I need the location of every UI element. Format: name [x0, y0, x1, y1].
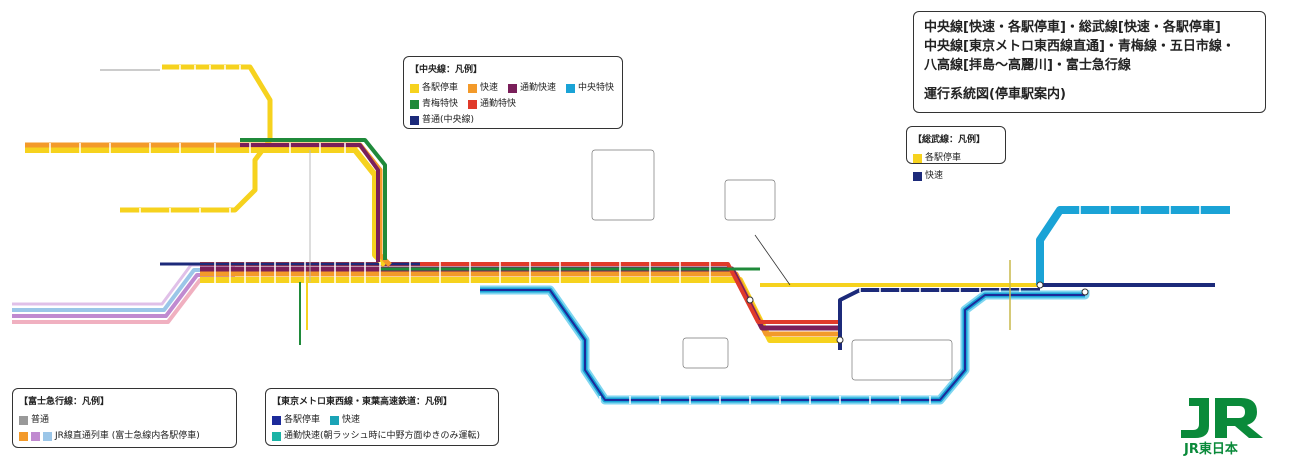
legend-label: 普通(中央線) — [422, 115, 475, 125]
jr-logo-icon — [1181, 398, 1263, 438]
legend-sobu: 【総武線：凡例】 各駅停車 快速 — [906, 126, 1006, 181]
title-line-2: 中央線[東京メトロ東西線直通]・青梅線・五日市線・ — [924, 39, 1235, 54]
legend-label: 快速 — [342, 415, 361, 425]
legend-fuji: 【富士急行線：凡例】 普通 JR線直通列車 (富士急線内各駅停車) — [12, 388, 237, 448]
swatch-icon — [43, 431, 52, 441]
legend-item: 快速 — [913, 168, 943, 184]
swatch-icon — [508, 83, 518, 93]
legend-label: 各駅停車 — [422, 83, 459, 93]
swatch-icon — [272, 431, 281, 441]
legend-item: 通勤特快 — [468, 96, 516, 112]
legend-label: 通勤快速 — [520, 83, 557, 93]
swatch-icon — [566, 83, 576, 93]
legend-label: 青梅特快 — [422, 99, 459, 109]
swatch-icon — [19, 415, 28, 425]
swatch-icon — [272, 415, 281, 425]
swatch-icon — [19, 431, 28, 441]
legend-item: 中央特快 — [566, 80, 614, 96]
station-ticks — [49, 65, 1201, 404]
ome-branch — [25, 64, 392, 268]
legend-item: 各駅停車 — [410, 80, 458, 96]
swatch-icon — [913, 153, 922, 163]
legend-sobu-header: 【総武線：凡例】 — [913, 135, 986, 145]
swatch-icon — [330, 415, 340, 425]
title-box: 中央線[快速・各駅停車]・総武線[快速・各駅停車] 中央線[東京メトロ東西線直通… — [913, 11, 1266, 113]
legend-item: 各駅停車 — [272, 412, 320, 428]
legend-item: 普通 — [19, 412, 49, 428]
legend-item: 各駅停車 — [913, 150, 961, 166]
legend-chuo-header: 【中央線：凡例】 — [410, 65, 483, 75]
legend-label: 快速 — [925, 171, 944, 181]
junction-markers — [746, 281, 1089, 344]
legend-label: 中央特快 — [578, 83, 615, 93]
callout-boxes — [591, 149, 953, 381]
title-line-1: 中央線[快速・各駅停車]・総武線[快速・各駅停車] — [924, 20, 1221, 35]
swatch-icon — [410, 83, 419, 93]
legend-label: 通勤快速(朝ラッシュ時に中野方面ゆきのみ運転) — [284, 431, 481, 441]
legend-label: 快速 — [480, 83, 499, 93]
title-subtitle: 運行系統図(停車駅案内) — [924, 87, 1066, 102]
legend-item: 普通(中央線) — [410, 112, 474, 128]
title-line-3: 八高線[拝島〜高麗川]・富士急行線 — [924, 58, 1131, 73]
legend-label: 各駅停車 — [284, 415, 321, 425]
swatch-icon — [913, 171, 922, 181]
swatch-icon — [410, 99, 419, 109]
legend-item: 青梅特快 — [410, 96, 458, 112]
legend-item: 通勤快速 — [508, 80, 556, 96]
tozai-line — [480, 285, 1090, 405]
legend-tozai-header: 【東京メトロ東西線・東葉高速鉄道：凡例】 — [272, 397, 453, 407]
swatch-icon — [468, 99, 478, 109]
legend-item: 快速 — [330, 412, 360, 428]
swatch-icon — [410, 115, 419, 125]
branch-stubs — [100, 69, 1011, 345]
legend-tozai: 【東京メトロ東西線・東葉高速鉄道：凡例】 各駅停車 快速 通勤快速(朝ラッシュ時… — [265, 388, 499, 446]
legend-item: 通勤快速(朝ラッシュ時に中野方面ゆきのみ運転) — [272, 428, 480, 444]
jr-logo-text: JR東日本 — [1184, 442, 1238, 457]
legend-item: JR線直通列車 (富士急線内各駅停車) — [19, 428, 200, 444]
sobu-line — [760, 206, 1230, 350]
swatch-icon — [31, 431, 40, 441]
legend-item: 快速 — [468, 80, 498, 96]
legend-label: JR線直通列車 (富士急線内各駅停車) — [55, 431, 200, 441]
legend-label: 各駅停車 — [925, 153, 962, 163]
legend-chuo: 【中央線：凡例】 各駅停車 快速 通勤快速 中央特快 青梅特快 通勤特快 普通(… — [403, 56, 623, 129]
legend-label: 普通 — [31, 415, 50, 425]
legend-label: 通勤特快 — [480, 99, 517, 109]
legend-fuji-header: 【富士急行線：凡例】 — [19, 397, 110, 407]
swatch-icon — [468, 83, 478, 93]
